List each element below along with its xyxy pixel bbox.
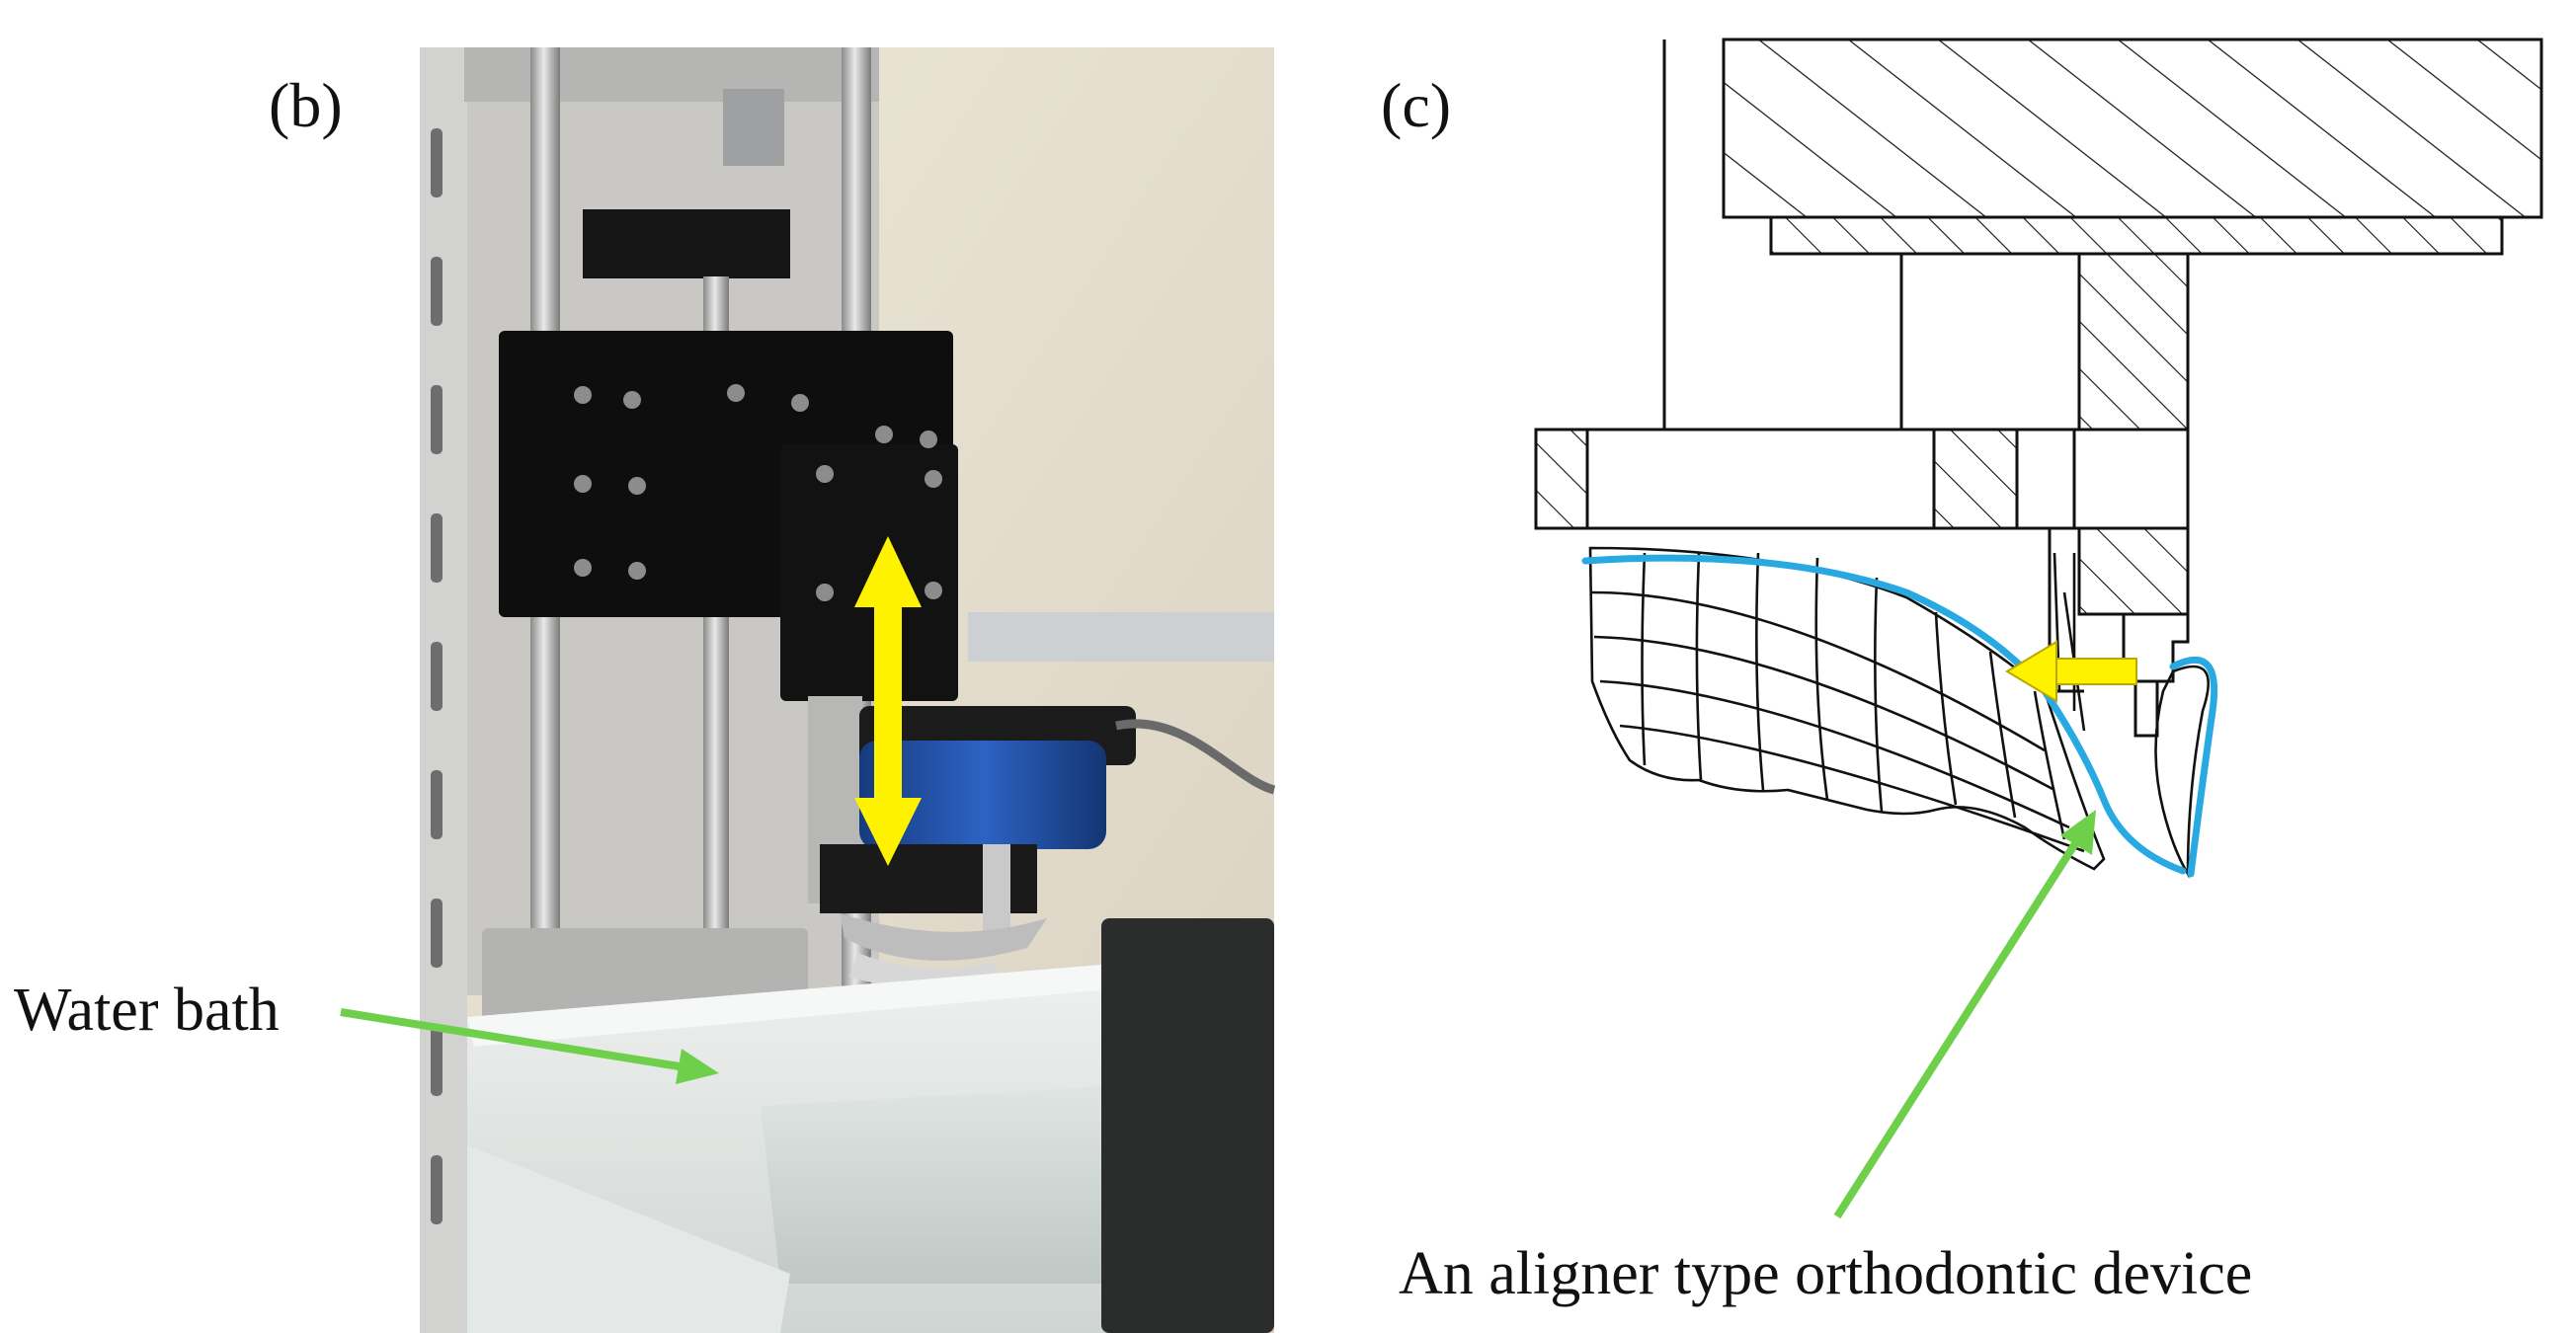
top-bracket [464, 47, 879, 102]
water-surface [761, 1086, 1121, 1284]
dental-arch-mesh [1588, 546, 2106, 871]
bearing-block [583, 209, 790, 278]
load-cell-cable [1115, 719, 1276, 795]
shaft-coupler [723, 89, 784, 166]
water-bath-arrow [340, 1008, 719, 1084]
tub-rim [467, 963, 1131, 1047]
rear-slotted-bar [968, 612, 1274, 662]
molar-profile [2154, 665, 2210, 879]
aligner-label: An aligner type orthodontic device [1399, 1240, 2253, 1307]
water-bath-label: Water bath [14, 977, 280, 1044]
plate-left-hatch [1534, 428, 1589, 530]
plate-right-block [2072, 428, 2190, 530]
mounting-bracket [780, 444, 958, 701]
panel-label-c: (c) [1381, 70, 1452, 140]
vertical-motion-arrow [854, 536, 922, 866]
load-cell [859, 741, 1106, 849]
force-arrow [2005, 640, 2137, 703]
panel-label-b: (b) [269, 70, 343, 140]
tub-front [467, 1145, 790, 1333]
photo-panel [420, 47, 1276, 1333]
left-rail [420, 47, 467, 1333]
top-flange-hatched [1769, 215, 2504, 256]
plate-center-hatch [1932, 428, 2019, 530]
rail-slots [431, 128, 443, 1224]
aligner-arrow [1833, 810, 2096, 1219]
indenter-pin [983, 844, 1010, 933]
center-block [1899, 252, 2081, 431]
clamp-pin [2133, 679, 2159, 738]
top-block-hatched [1722, 38, 2543, 219]
side-box [1101, 918, 1274, 1333]
schematic-panel [1534, 38, 2543, 879]
dental-model [840, 913, 1047, 961]
aligner-outline [1581, 554, 2218, 878]
carriage-screws [574, 384, 942, 601]
